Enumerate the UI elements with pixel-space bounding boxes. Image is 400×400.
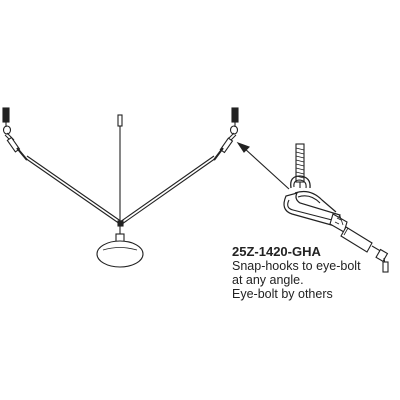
caption-line: at any angle. [232,273,304,287]
fixture-icon [96,233,144,268]
caption-line: Eye-bolt by others [232,287,333,301]
part-number: 25Z-1420-GHA [232,244,321,259]
support-cables [24,155,217,225]
arrow-icon [236,141,290,190]
right-eyebolt-icon [213,107,239,161]
snap-hook-detail-icon [283,143,389,273]
caption-line: Snap-hooks to eye-bolt [232,259,361,273]
product-caption: 25Z-1420-GHA Snap-hooks to eye-bolt at a… [232,244,392,302]
center-rod-icon [117,114,124,236]
left-eyebolt-icon [2,107,28,161]
